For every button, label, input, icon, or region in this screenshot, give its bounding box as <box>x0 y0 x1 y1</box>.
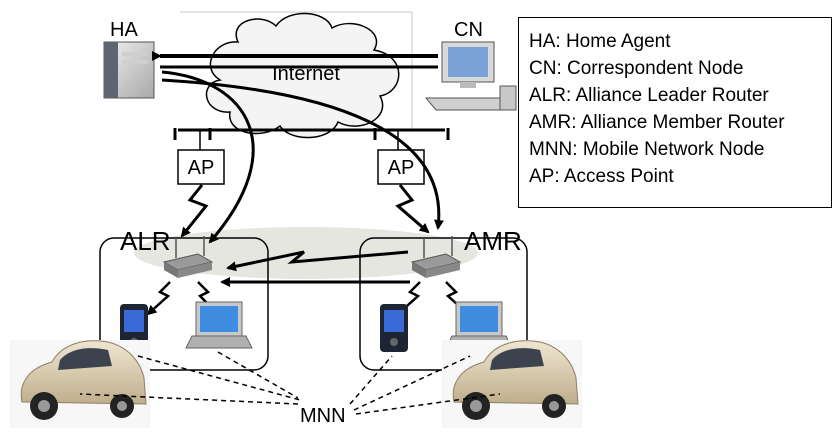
ha-server-icon <box>103 41 155 99</box>
amr-router-icon <box>410 236 462 278</box>
legend-item-mnn: MNN: Mobile Network Node <box>529 139 765 160</box>
internet-label: Internet <box>272 63 340 85</box>
ap-left-wireless <box>180 184 209 238</box>
ap-right-wireless <box>395 184 430 234</box>
ha-to-amr-arrow <box>161 78 444 230</box>
amr-pda-icon <box>380 304 408 352</box>
amr-label: AMR <box>464 226 522 256</box>
legend-box: HA: Home Agent CN: Correspondent Node AL… <box>518 17 832 208</box>
amr-alr-wireless <box>226 250 409 272</box>
ap-left-box <box>177 149 225 185</box>
alr-laptop-icon <box>185 301 253 349</box>
legend-item-alr: ALR: Alliance Leader Router <box>529 85 769 106</box>
ap-right-label: AP <box>388 157 415 179</box>
mnn-dashed-links <box>79 351 501 415</box>
legend-item-amr: AMR: Alliance Member Router <box>529 112 785 133</box>
right-car-icon <box>442 340 582 428</box>
mnn-label: MNN <box>300 405 346 427</box>
alr-group-box <box>99 237 269 371</box>
cn-computer-icon <box>424 41 517 111</box>
internet-cloud <box>205 12 400 139</box>
ha-to-alr-arrow <box>161 70 255 244</box>
legend-item-cn: CN: Correspondent Node <box>529 58 744 79</box>
alr-router-icon <box>162 236 214 278</box>
ha-label: HA <box>110 19 138 41</box>
legend-item-ha: HA: Home Agent <box>529 31 671 52</box>
left-car-icon <box>10 340 150 428</box>
alliance-zone <box>134 227 478 279</box>
alr-label: ALR <box>120 226 171 256</box>
cn-label: CN <box>454 19 483 41</box>
cloud-shape <box>205 12 400 139</box>
ap-left-label: AP <box>188 157 215 179</box>
legend-item-ap: AP: Access Point <box>529 166 674 187</box>
